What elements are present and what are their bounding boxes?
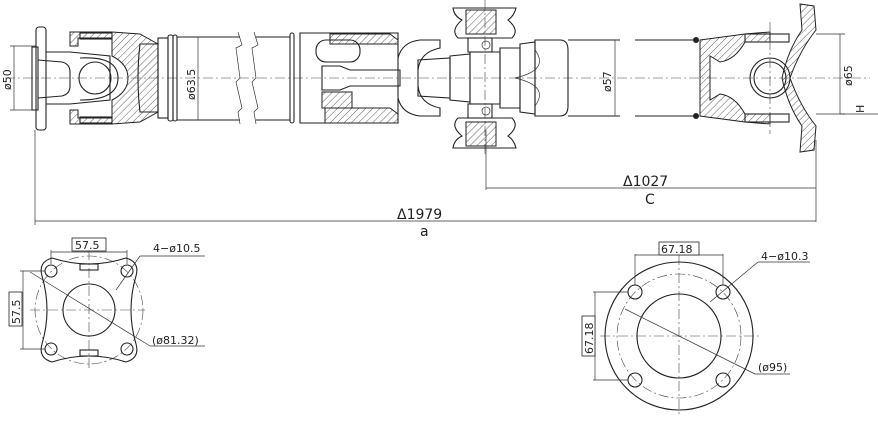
left-flange-view: (ø81.32) 4−ø10.5 57.5 57.5 (8, 237, 205, 370)
label-spacing-v-57-5: 57.5 (10, 300, 23, 325)
dim-left-flange-dia: ø50 (1, 45, 36, 111)
label-dia-50: ø50 (1, 69, 14, 90)
label-pcd-81-32: (ø81.32) (152, 334, 199, 347)
dim-right-flange-dia: ø65 H (816, 33, 878, 115)
label-spacing-h-67-18: 67.18 (661, 243, 693, 256)
main-view: ø50 ø63.5 (1, 0, 878, 240)
label-H: H (854, 105, 867, 113)
label-spacing-v-67-18: 67.18 (583, 323, 596, 355)
label-holes-10-5: 4−ø10.5 (153, 242, 200, 255)
left-yoke (69, 31, 178, 125)
label-a: a (420, 224, 429, 240)
left-tube (177, 31, 290, 125)
slip-joint (289, 32, 569, 124)
label-dia-63-5: ø63.5 (185, 69, 198, 100)
center-bearing (452, 0, 517, 155)
label-holes-10-3: 4−ø10.3 (761, 250, 808, 263)
dim-tube-dia-left: ø63.5 (185, 37, 199, 120)
label-dia-57: ø57 (601, 71, 614, 92)
label-a-value: Δ1979 (397, 207, 442, 223)
label-C-value: Δ1027 (623, 174, 668, 190)
left-flange (31, 26, 119, 131)
label-spacing-h-57-5: 57.5 (75, 239, 100, 252)
label-dia-65: ø65 (842, 65, 855, 86)
right-tube: ø57 (568, 37, 699, 119)
dim-a: Δ1979 a (34, 130, 816, 240)
label-C: C (645, 192, 655, 208)
label-pcd-95: (ø95) (758, 361, 787, 374)
dim-C: Δ1027 C (485, 130, 817, 222)
right-yoke (699, 3, 817, 153)
right-flange-view: (ø95) 4−ø10.3 67.18 67.18 (581, 241, 810, 415)
